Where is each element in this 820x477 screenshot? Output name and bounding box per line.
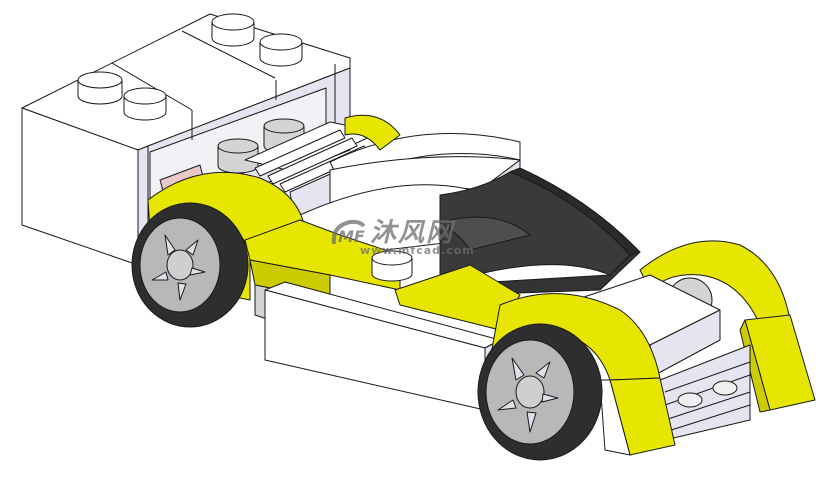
front-wheel [477,323,603,461]
rear-wheel [131,202,249,328]
stud-center [371,250,413,282]
rear-right-fender [344,114,401,151]
front-nose [574,274,751,441]
studs-rear [77,13,303,121]
